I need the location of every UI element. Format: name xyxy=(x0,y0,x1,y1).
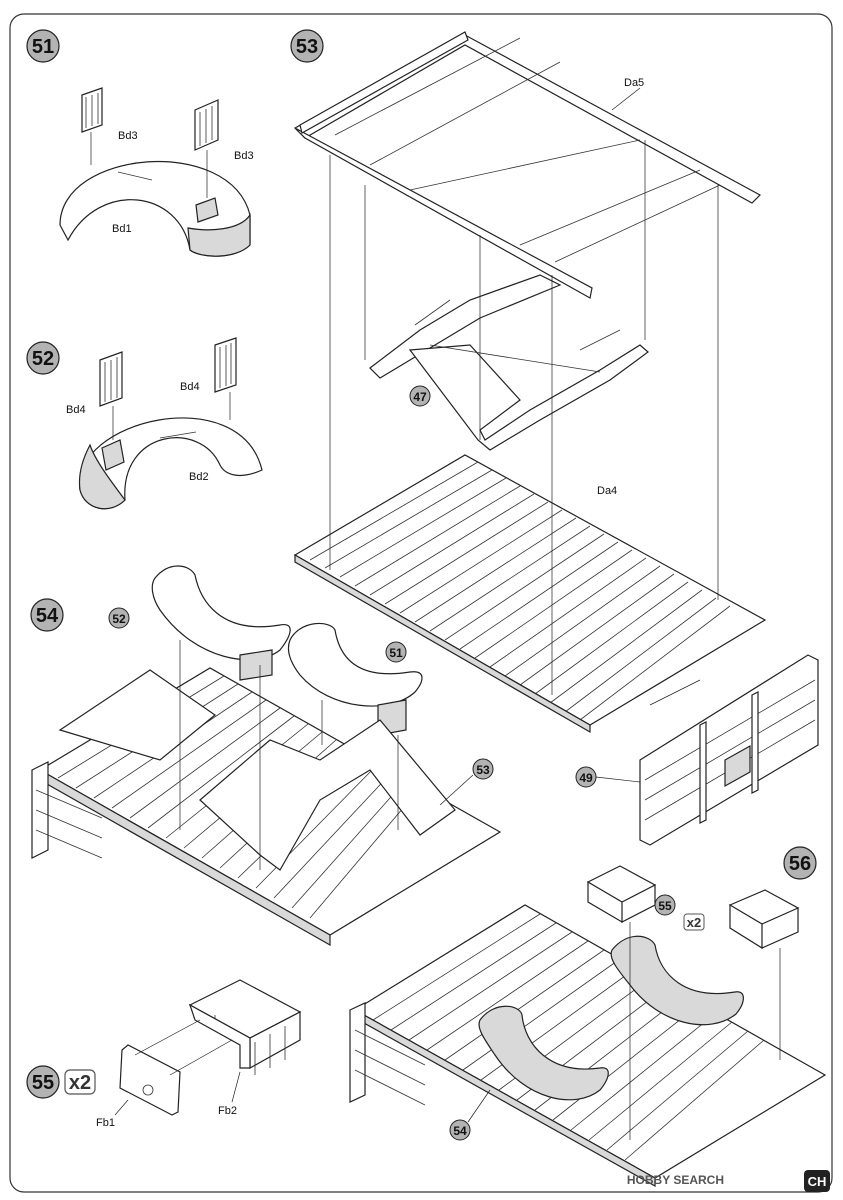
fender-54-front xyxy=(478,1005,609,1101)
box-55-a xyxy=(586,865,657,924)
label-bd3-left: Bd3 xyxy=(118,130,138,142)
label-bd4-left: Bd4 xyxy=(66,404,86,416)
leader-da5 xyxy=(611,87,641,111)
fender-bd2-side xyxy=(78,443,126,510)
box-fb2 xyxy=(188,979,302,1075)
step-52: 52 Bd4 Bd4 Bd2 xyxy=(26,337,263,510)
bracket-slot-left xyxy=(101,439,125,471)
step-badge-56 xyxy=(783,846,817,880)
step-56: 56 55 x2 54 xyxy=(349,846,827,1188)
step-number-51: 51 xyxy=(32,36,54,58)
callout-51: 51 xyxy=(389,646,403,660)
leader-fb1 xyxy=(114,1099,129,1116)
step-badge-51 xyxy=(26,29,60,63)
step-51: 51 Bd3 Bd3 Bd1 xyxy=(26,29,254,257)
bracket-bd4-right xyxy=(214,337,237,393)
guide-line-55-b xyxy=(169,1039,233,1076)
guide-line-55-a xyxy=(134,1019,201,1056)
floor-da4 xyxy=(293,454,767,734)
callout-54: 54 xyxy=(453,1124,467,1138)
box-55-b xyxy=(728,889,800,950)
multiplier-box-55 xyxy=(64,1069,96,1095)
label-bd3-right: Bd3 xyxy=(234,150,254,162)
fender-bd1-side xyxy=(187,213,251,257)
label-da5: Da5 xyxy=(624,77,644,89)
label-da4: Da4 xyxy=(597,485,617,497)
multiplier-box-56 xyxy=(683,913,705,931)
bracket-bd3-right-ribs xyxy=(199,106,213,146)
leader-54 xyxy=(467,1089,491,1123)
fender-52-bracket xyxy=(239,649,273,681)
callout-badge-51 xyxy=(385,641,407,663)
callout-47: 47 xyxy=(413,390,427,404)
callout-49: 49 xyxy=(579,771,593,785)
callout-badge-54 xyxy=(449,1119,471,1141)
callout-badge-47 xyxy=(409,385,431,407)
plate-fb1-hole xyxy=(142,1084,154,1096)
label-fb2: Fb2 xyxy=(218,1105,237,1117)
callout-badge-53 xyxy=(472,758,494,780)
bracket-bd3-left-ribs xyxy=(85,93,99,128)
callout-53: 53 xyxy=(476,763,490,777)
label-bd1: Bd1 xyxy=(112,223,132,235)
step-badge-52 xyxy=(26,341,60,375)
guide-line-49 xyxy=(649,679,701,706)
bracket-bd4-left-ribs xyxy=(104,357,118,402)
step-number-53: 53 xyxy=(296,36,318,58)
multiplier-55: x2 xyxy=(69,1072,91,1094)
leader-49 xyxy=(595,776,641,783)
step-number-56: 56 xyxy=(789,853,811,875)
watermark-brand: HOBBY SEARCH xyxy=(627,1173,724,1187)
callout-badge-55 xyxy=(654,894,676,916)
step-55: 55 x2 Fb1 Fb2 xyxy=(26,979,302,1129)
leader-fb2 xyxy=(231,1071,241,1103)
frame-da5 xyxy=(294,31,761,299)
step-number-52: 52 xyxy=(32,348,54,370)
page-border xyxy=(9,13,833,1193)
fender-52 xyxy=(151,565,291,661)
side-panel-49 xyxy=(639,654,819,846)
bracket-bd4-right-ribs xyxy=(219,343,232,388)
label-fb1: Fb1 xyxy=(96,1117,115,1129)
plate-fb1 xyxy=(119,1044,181,1116)
subframe-47 xyxy=(369,274,649,451)
leader-53 xyxy=(439,774,474,806)
step-badge-54 xyxy=(30,598,64,632)
step-badge-55 xyxy=(26,1065,60,1099)
bracket-slot-right xyxy=(195,197,219,223)
fender-51 xyxy=(287,622,423,707)
multiplier-56: x2 xyxy=(687,915,701,930)
step-number-55: 55 xyxy=(32,1072,54,1094)
step-number-54: 54 xyxy=(36,605,59,627)
callout-badge-52 xyxy=(108,607,130,629)
callout-52: 52 xyxy=(112,612,126,626)
bracket-bd3-right xyxy=(194,99,219,151)
step-54: 54 52 51 53 xyxy=(30,565,502,947)
assembled-bed-56 xyxy=(349,904,827,1188)
fender-bd1-slot xyxy=(117,171,153,181)
page-number: CH xyxy=(808,1174,827,1189)
callout-55: 55 xyxy=(658,899,672,913)
label-bd4-right: Bd4 xyxy=(180,381,200,393)
page-number-box xyxy=(804,1170,830,1192)
label-bd2: Bd2 xyxy=(189,471,209,483)
assembled-bed-53 xyxy=(31,667,502,947)
watermark: HOBBY SEARCH CH xyxy=(627,1170,830,1192)
step-53: 53 Da5 47 Da4 xyxy=(290,29,767,734)
step-badge-53 xyxy=(290,29,324,63)
fender-bd2-slot xyxy=(159,431,197,439)
